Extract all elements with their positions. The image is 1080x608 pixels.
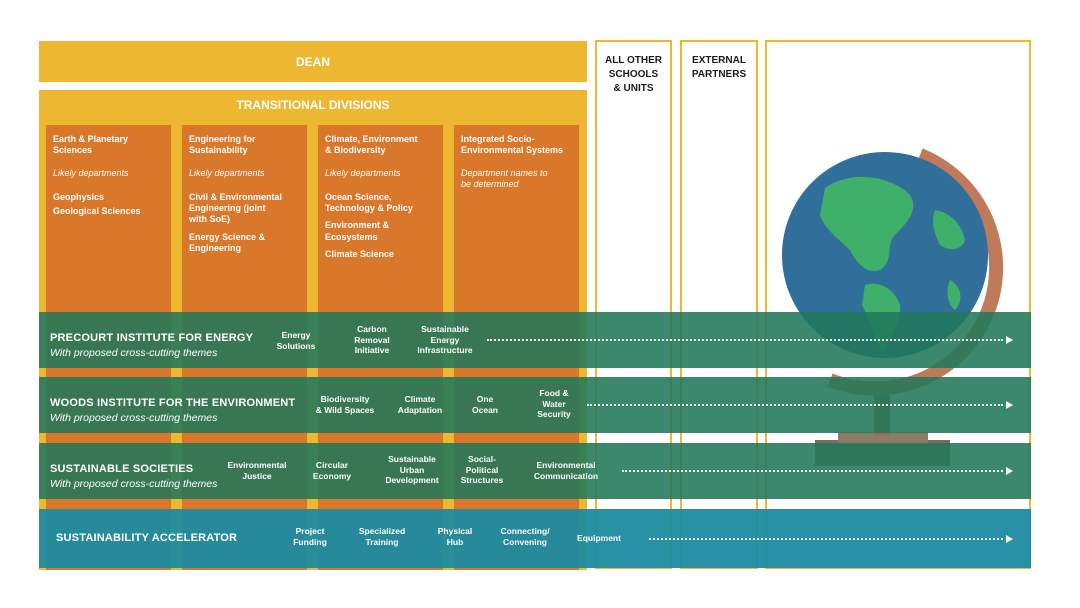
- theme-label: Equipment: [577, 533, 621, 543]
- globe-panel: [765, 40, 1031, 569]
- department-item: Ocean Science,: [325, 191, 392, 202]
- dotted-arrow-line: [649, 538, 1003, 540]
- arrow-head-icon: [1006, 535, 1013, 543]
- globe-base-top: [838, 432, 928, 444]
- department-item: Technology & Policy: [325, 203, 413, 213]
- division-climate-biodiversity: Climate, Environment & Biodiversity Like…: [318, 125, 443, 315]
- all-other-schools-column: ALL OTHER SCHOOLS & UNITS: [595, 40, 672, 569]
- theme-label: Biodiversity& Wild Spaces: [315, 394, 375, 415]
- department-item: Civil & Environmental: [189, 191, 283, 202]
- dean-bar: DEAN: [39, 41, 587, 82]
- arrow-head-icon: [1006, 336, 1013, 344]
- dotted-arrow-line: [622, 470, 1003, 472]
- division-earth-planetary: Earth & Planetary Sciences Likely depart…: [46, 125, 171, 315]
- band-title: SUSTAINABILITY ACCELERATOR: [56, 532, 238, 544]
- band-title: WOODS INSTITUTE FOR THE ENVIRONMENT: [50, 397, 296, 409]
- division-integrated-socio-environmental: Integrated Socio- Environmental Systems …: [454, 125, 579, 315]
- band-precourt-institute: PRECOURT INSTITUTE FOR ENERGY With propo…: [39, 312, 1031, 368]
- division-title: Climate, Environment & Biodiversity: [325, 134, 418, 156]
- globe-continent: [820, 176, 914, 271]
- department-item: Engineering: [189, 242, 242, 253]
- division-engineering-sustainability: Engineering for Sustainability Likely de…: [182, 125, 307, 315]
- dotted-arrow-line: [487, 339, 1003, 341]
- band-woods-institute: WOODS INSTITUTE FOR THE ENVIRONMENT With…: [39, 377, 1031, 433]
- external-partners-title: EXTERNAL PARTNERS: [691, 55, 747, 80]
- globe-continent: [947, 280, 961, 310]
- dean-label: DEAN: [295, 54, 330, 69]
- theme-label: Connecting/Convening: [500, 526, 550, 547]
- department-item: Climate Science: [325, 248, 395, 259]
- band-subtitle: With proposed cross-cutting themes: [50, 412, 218, 424]
- division-subtitle: Department names to be determined: [461, 167, 548, 189]
- dotted-arrow-line: [587, 404, 1003, 406]
- band-sustainable-societies: SUSTAINABLE SOCIETIES With proposed cros…: [39, 443, 1031, 499]
- department-item: Engineering (joint: [189, 203, 266, 213]
- division-subtitle: Likely departments: [189, 167, 265, 178]
- band-subtitle: With proposed cross-cutting themes: [50, 478, 218, 490]
- all-other-schools-title: ALL OTHER SCHOOLS & UNITS: [604, 55, 663, 94]
- arrow-head-icon: [1006, 401, 1013, 409]
- department-item: Geological Sciences: [53, 206, 141, 216]
- arrow-head-icon: [1006, 467, 1013, 475]
- department-item: Geophysics: [53, 191, 105, 202]
- globe-continent: [932, 210, 965, 250]
- division-title: Engineering for Sustainability: [189, 134, 256, 156]
- transitional-divisions-title: TRANSITIONAL DIVISIONS: [236, 98, 390, 112]
- department-item: Environment &: [325, 220, 390, 231]
- department-item: Energy Science &: [189, 231, 266, 242]
- division-subtitle: Likely departments: [325, 167, 401, 178]
- division-subtitle: Likely departments: [53, 167, 129, 178]
- division-title: Integrated Socio- Environmental Systems: [461, 134, 564, 156]
- band-title: PRECOURT INSTITUTE FOR ENERGY: [50, 332, 254, 344]
- band-subtitle: With proposed cross-cutting themes: [50, 347, 218, 359]
- department-item: with SoE): [189, 214, 230, 225]
- division-title: Earth & Planetary Sciences: [53, 134, 129, 156]
- external-partners-column: EXTERNAL PARTNERS: [680, 40, 758, 569]
- band-title: SUSTAINABLE SOCIETIES: [50, 463, 194, 475]
- department-item: Ecosystems: [325, 231, 378, 242]
